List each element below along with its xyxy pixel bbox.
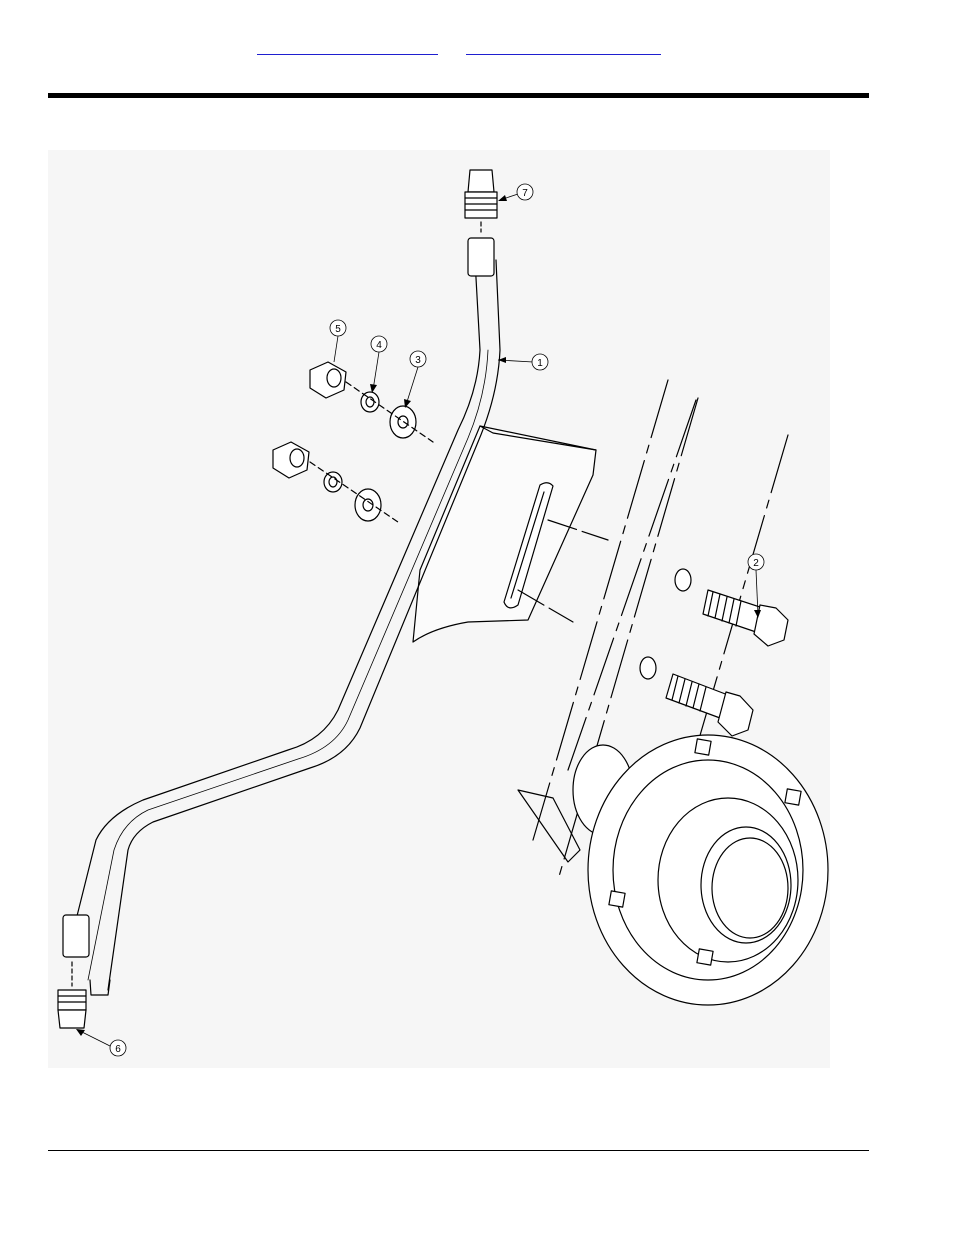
- callout-2-label: 2: [753, 558, 759, 569]
- callout-5-label: 5: [335, 324, 341, 335]
- callout-4-label: 4: [376, 340, 382, 351]
- callout-1-label: 1: [537, 358, 543, 369]
- header-rule: [48, 93, 869, 98]
- callout-3-label: 3: [415, 355, 421, 366]
- lock-washer-upper: [361, 392, 379, 412]
- previous-page-link[interactable]: [257, 44, 438, 55]
- next-page-link[interactable]: [466, 44, 661, 55]
- callout-6-label: 6: [115, 1044, 121, 1055]
- footer-rule: [48, 1150, 869, 1151]
- callout-7-label: 7: [522, 188, 528, 199]
- parts-diagram: 1 2 3 4 5 6 7: [48, 150, 830, 1068]
